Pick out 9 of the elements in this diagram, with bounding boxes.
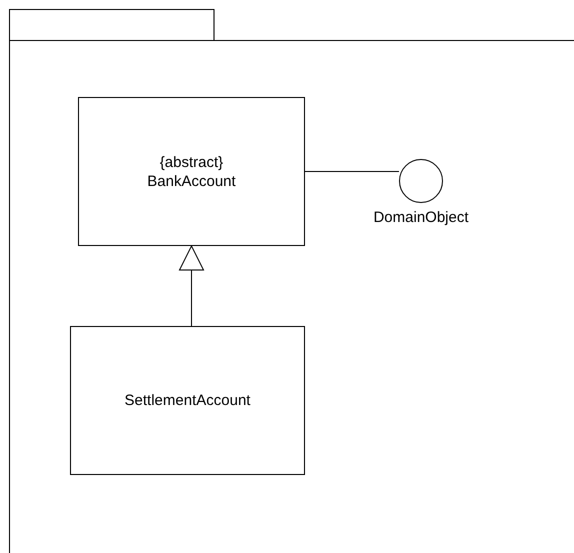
interface-name: DomainObject [372, 209, 470, 226]
class-name: BankAccount [147, 172, 236, 190]
class-box [70, 326, 305, 475]
class-name: SettlementAccount [124, 391, 250, 410]
class-box [78, 97, 305, 246]
class-name: {abstract} [160, 152, 224, 172]
generalization-arrow [179, 246, 204, 326]
connector-line [304, 171, 400, 172]
interface-circle [399, 159, 443, 203]
